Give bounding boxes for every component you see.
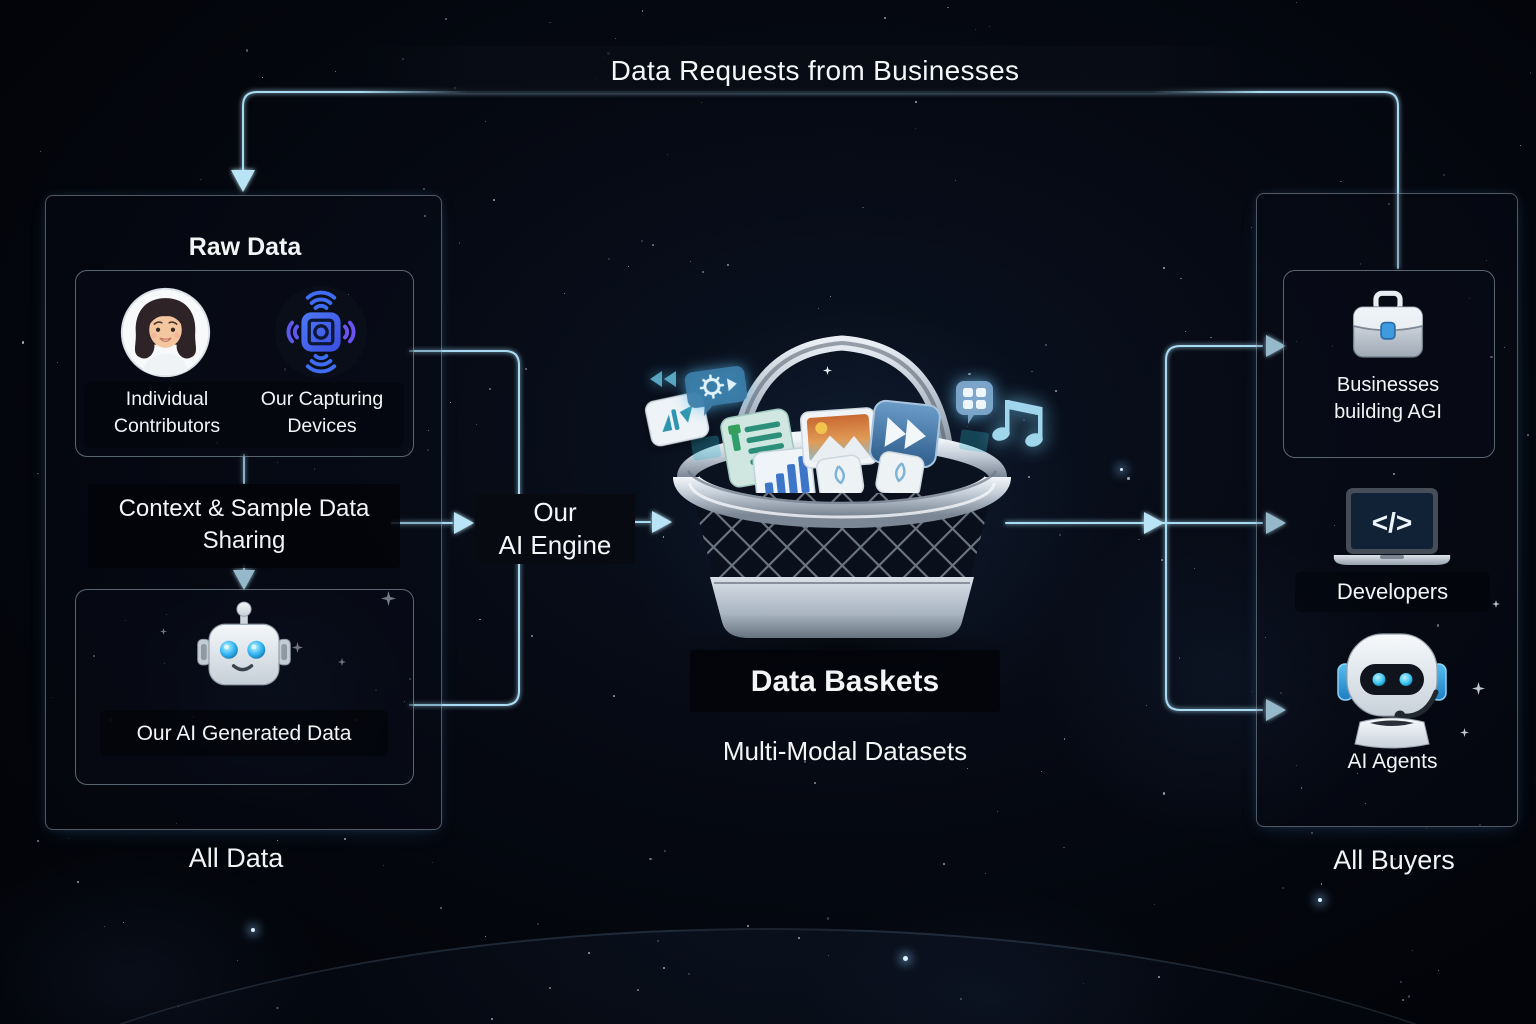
title-band [360,46,1260,93]
raw-data-label-strip [84,382,404,448]
app-grid-icon [956,381,993,424]
sparkle [823,366,832,375]
sparkle [292,642,303,653]
businesses-card [1283,270,1495,458]
bright-star [1318,898,1322,902]
engine-line1: Our [533,497,577,527]
rewind-icon [650,371,676,387]
robot-icon [192,597,296,695]
ai-engine-box: Our AI Engine [475,494,635,564]
ai-generated-label-strip [100,710,388,756]
basket-title: Data Baskets [750,665,940,698]
agents-label: AI Agents [1347,750,1438,773]
sparkle [160,628,167,635]
bar-chart-icon [752,447,816,507]
cube-icon [815,454,865,500]
businesses-label: Businesses building AGI [1334,374,1442,423]
basket-bottom-band [710,577,974,638]
engine-line2: AI Engine [498,530,612,560]
all-data-label: All Data [188,843,284,873]
image-icon [799,407,879,469]
all-buyers-label: All Buyers [1333,845,1455,875]
video-icon [869,399,941,469]
sparkle [1460,728,1469,737]
gear-chat-icon [684,366,748,416]
bright-star [1120,468,1123,471]
raw-data-heading: Raw Data [188,233,302,261]
briefcase-icon [1345,286,1431,366]
laptop-icon: </> [1330,485,1454,569]
arrowheads [231,170,1286,721]
developers-label-strip [1295,572,1490,612]
ai-generated-label: Our AI Generated Data [136,722,352,745]
sharing-backdrop [88,484,400,568]
data-basket-illustration [640,325,1090,670]
devices-label: Our Capturing Devices [260,388,384,437]
basket-rim-front [673,470,1011,528]
agent-robot-icon [1322,628,1462,750]
diagram-title: Data Requests from Businesses [610,55,1020,86]
capturing-device-icon [272,283,370,381]
cube-icon [875,451,925,498]
contributor-avatar-icon [119,286,212,379]
sparkle [1492,600,1500,608]
developers-label: Developers [1336,579,1449,604]
developers-glyph: </> [1372,507,1412,538]
contributors-label: Individual Contributors [113,388,221,437]
bright-star [903,956,908,961]
basket-title-backdrop [690,650,1000,712]
basket-subtitle: Multi-Modal Datasets [722,736,968,766]
bright-star [251,928,255,932]
music-note-icon [992,400,1043,447]
sharing-label: Context & Sample Data Sharing [118,495,370,554]
sparkle [338,658,346,666]
